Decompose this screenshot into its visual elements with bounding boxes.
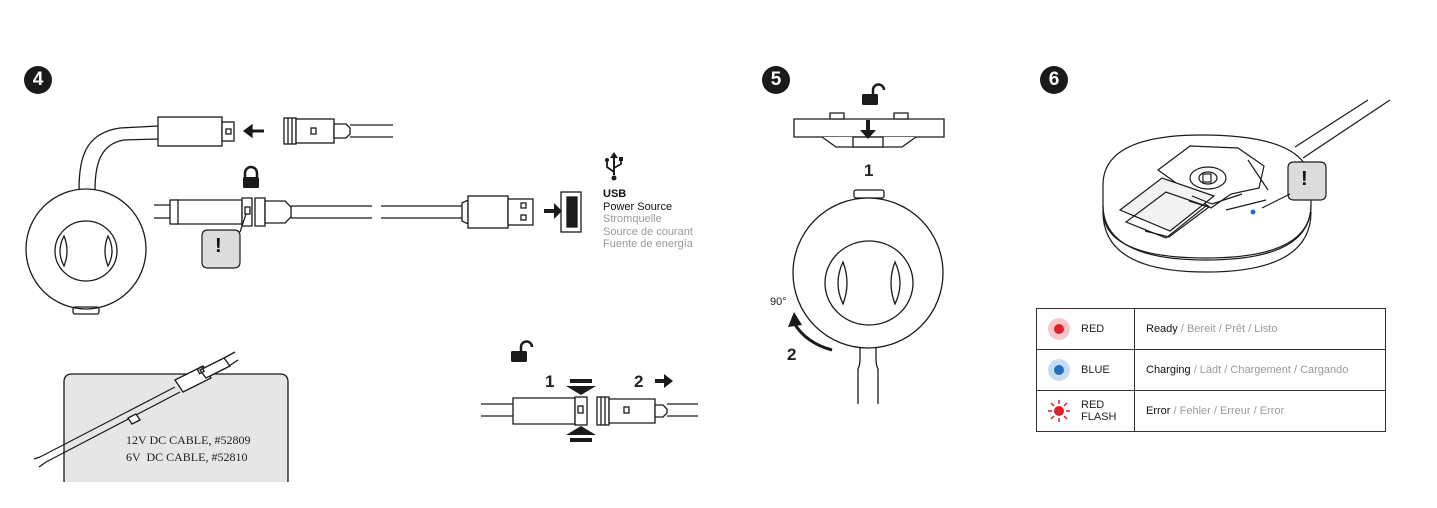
dc-cable-label: 12V DC CABLE, #52809 6V DC CABLE, #52810: [126, 432, 250, 466]
led-color-name: BLUE: [1081, 364, 1110, 376]
usb-power-source-label: USB Power Source Stromquelle Source de c…: [603, 188, 693, 251]
step-4-badge: 4: [24, 66, 52, 94]
led-status: Ready: [1146, 323, 1178, 335]
usb-label-es: Fuente de energía: [603, 238, 693, 250]
usb-label-fr: Source de courant: [603, 225, 693, 238]
led-status: Error: [1146, 405, 1171, 417]
led-status-translations: / Lädt / Chargement / Cargando: [1190, 364, 1349, 376]
led-row-blue: BLUE Charging / Lädt / Chargement / Carg…: [1036, 349, 1386, 391]
usb-label-de: Stromquelle: [603, 213, 662, 225]
led-row-red-flash: RED FLASH Error / Fehler / Erreur / Erro…: [1036, 390, 1386, 432]
usb-title: USB: [603, 188, 627, 200]
led-red-flash-icon: [1048, 400, 1070, 422]
led-blue-icon: [1048, 359, 1070, 381]
step-6-badge: 6: [1040, 66, 1068, 94]
led-color-name: RED FLASH: [1081, 399, 1117, 423]
led-row-red: RED Ready / Bereit / Prêt / Listo: [1036, 308, 1386, 350]
release-step-2: 2: [634, 372, 644, 391]
led-status: Charging: [1146, 364, 1191, 376]
release-step-1: 1: [545, 372, 555, 391]
usb-primary-label: Power Source: [603, 200, 673, 213]
warning-icon: !: [1301, 168, 1308, 190]
step-5-badge: 5: [762, 66, 790, 94]
led-color-name: RED: [1081, 323, 1105, 335]
rotate-step-1: 1: [864, 161, 874, 180]
led-red-icon: [1048, 318, 1070, 340]
charger-puck: [25, 188, 147, 315]
led-status-table: RED Ready / Bereit / Prêt / Listo BLUE C…: [1036, 308, 1386, 432]
rotate-angle-label: 90°: [770, 296, 787, 308]
rotate-step-2: 2: [787, 345, 797, 364]
led-status-translations: / Fehler / Erreur / Error: [1170, 405, 1285, 417]
cable-line-1: 12V DC CABLE, #52809: [126, 433, 251, 447]
cable-line-2: 6V DC CABLE, #52810: [126, 450, 248, 464]
led-status-translations: / Bereit / Prêt / Listo: [1177, 323, 1278, 335]
warning-icon: !: [215, 235, 222, 257]
